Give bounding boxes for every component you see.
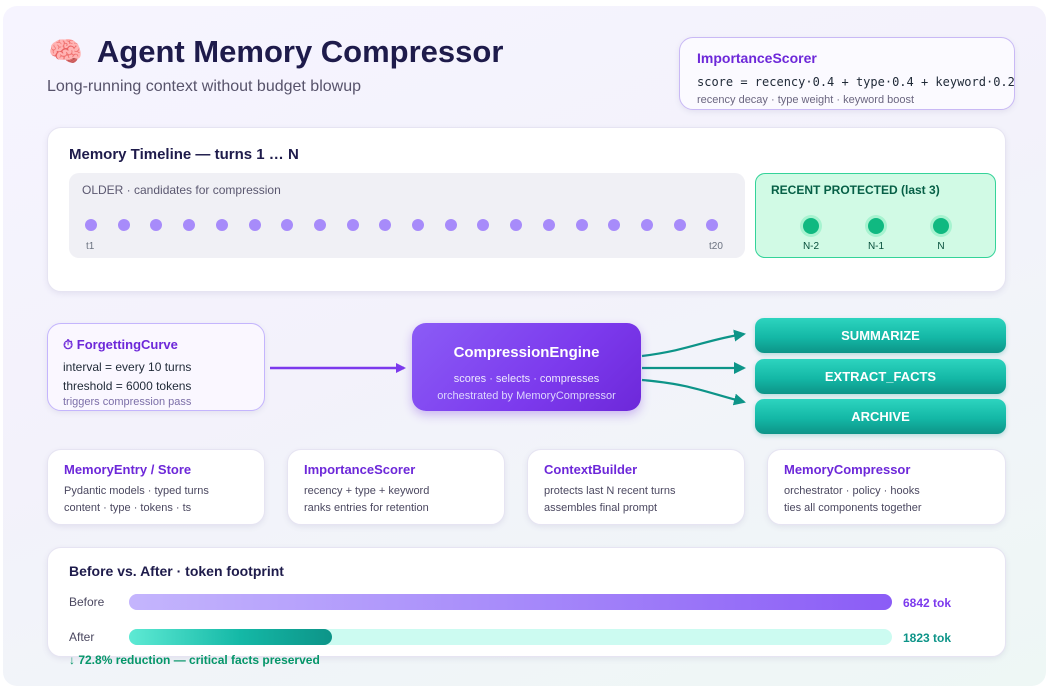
- memory-timeline-card: Memory Timeline — turns 1 … N OLDER · ca…: [47, 127, 1006, 292]
- before-bar-fill: [129, 594, 892, 610]
- component-line: ranks entries for retention: [304, 502, 429, 514]
- before-bar-track: [129, 594, 892, 610]
- recent-turn-label: N-1: [867, 241, 885, 252]
- older-turn-dot: [379, 219, 392, 231]
- older-turn-dot: [542, 219, 555, 231]
- before-label: Before: [69, 595, 105, 609]
- after-bar-track: [129, 629, 892, 645]
- recent-protected-panel: RECENT PROTECTED (last 3) N-2 N-1 N: [755, 173, 996, 258]
- engine-subtitle: scores · selects · compresses: [453, 373, 600, 385]
- timeline-title: Memory Timeline — turns 1 … N: [69, 146, 299, 163]
- compression-engine-node: CompressionEngine scores · selects · com…: [412, 323, 641, 411]
- older-turn-dot: [706, 219, 719, 231]
- older-turn-dot: [150, 219, 163, 231]
- component-title: MemoryEntry / Store: [64, 462, 192, 477]
- after-value: 1823 tok: [903, 631, 952, 645]
- older-turn-dot: [85, 219, 97, 231]
- older-turn-dot: [346, 219, 359, 231]
- older-turn-dot: [183, 219, 196, 231]
- scorer-note: recency decay · type weight · keyword bo…: [697, 94, 915, 106]
- engine-note: orchestrated by MemoryCompressor: [437, 390, 616, 402]
- older-turn-dot: [477, 219, 490, 231]
- last-turn-tick: t20: [709, 241, 723, 252]
- component-title: MemoryCompressor: [784, 462, 911, 477]
- brain-icon: 🧠: [48, 36, 83, 67]
- after-bar-fill: [129, 629, 333, 645]
- after-label: After: [69, 630, 95, 644]
- component-line: recency + type + keyword: [304, 485, 430, 497]
- page-subtitle: Long-running context without budget blow…: [47, 78, 361, 95]
- older-turn-dot: [510, 219, 523, 231]
- recent-turn-dot: [868, 218, 884, 234]
- scorer-card-title: ImportanceScorer: [697, 50, 817, 66]
- engine-title: CompressionEngine: [453, 344, 600, 361]
- component-line: orchestrator · policy · hooks: [784, 485, 920, 497]
- older-turns-panel: OLDER · candidates for compression t1 t2…: [69, 173, 745, 258]
- component-title: ContextBuilder: [544, 462, 638, 477]
- token-footprint-card: Before vs. After · token footprint Befor…: [47, 547, 1006, 667]
- forgetting-threshold: threshold = 6000 tokens: [63, 379, 192, 393]
- page-title: 🧠 Agent Memory Compressor: [48, 34, 503, 70]
- component-line: assembles final prompt: [544, 502, 658, 514]
- forgetting-curve-title: ⏱ ForgettingCurve: [63, 337, 178, 353]
- action-extract-facts: EXTRACT_FACTS: [755, 359, 1006, 394]
- scorer-formula: score = recency·0.4 + type·0.4 + keyword…: [697, 75, 1015, 89]
- older-turns-label: OLDER · candidates for compression: [82, 183, 281, 197]
- forgetting-curve-card: ⏱ ForgettingCurve interval = every 10 tu…: [47, 323, 265, 411]
- older-turn-dot: [412, 219, 424, 231]
- forgetting-curve-title-text: ForgettingCurve: [76, 337, 178, 352]
- component-line: ties all components together: [784, 502, 922, 514]
- before-value: 6842 tok: [903, 596, 952, 610]
- component-card-memory-entry: MemoryEntry / Store Pydantic models · ty…: [47, 449, 265, 525]
- component-card-memory-compressor: MemoryCompressor orchestrator · policy ·…: [767, 449, 1006, 525]
- action-summarize: SUMMARIZE: [755, 318, 1006, 353]
- component-card-context-builder: ContextBuilder protects last N recent tu…: [527, 449, 745, 525]
- older-turn-dot: [313, 219, 326, 231]
- forgetting-interval: interval = every 10 turns: [63, 360, 192, 374]
- component-line: Pydantic models · typed turns: [64, 485, 209, 497]
- action-archive: ARCHIVE: [755, 399, 1006, 434]
- older-turn-dot: [117, 219, 130, 231]
- older-turn-dot: [673, 219, 686, 231]
- older-turn-dot: [608, 219, 621, 231]
- component-title: ImportanceScorer: [304, 462, 416, 477]
- recent-protected-label: RECENT PROTECTED (last 3): [771, 183, 940, 197]
- archive-arrow: [641, 378, 746, 406]
- summarize-arrow: [641, 329, 746, 358]
- older-turn-dot: [248, 219, 261, 231]
- token-footprint-title: Before vs. After · token footprint: [69, 563, 284, 579]
- recent-turn-label: N: [937, 241, 945, 252]
- older-turn-dot: [640, 219, 653, 231]
- forgetting-note: triggers compression pass: [63, 396, 192, 408]
- recent-turn-label: N-2: [802, 241, 820, 252]
- older-turn-dot: [575, 219, 588, 231]
- component-line: content · type · tokens · ts: [64, 502, 192, 514]
- component-line: protects last N recent turns: [544, 485, 676, 497]
- component-card-importance-scorer: ImportanceScorer recency + type + keywor…: [287, 449, 505, 525]
- page-title-text: Agent Memory Compressor: [96, 34, 504, 69]
- first-turn-tick: t1: [86, 241, 95, 252]
- stopwatch-icon: ⏱: [63, 337, 74, 352]
- reduction-note: ↓ 72.8% reduction — critical facts prese…: [69, 653, 320, 667]
- older-turn-dot: [215, 219, 228, 231]
- recent-turn-dot: [933, 218, 949, 234]
- recent-turn-dot: [803, 218, 819, 234]
- importance-scorer-card: ImportanceScorer score = recency·0.4 + t…: [679, 37, 1015, 110]
- older-turn-dot: [444, 219, 457, 231]
- older-turn-dot: [281, 219, 294, 231]
